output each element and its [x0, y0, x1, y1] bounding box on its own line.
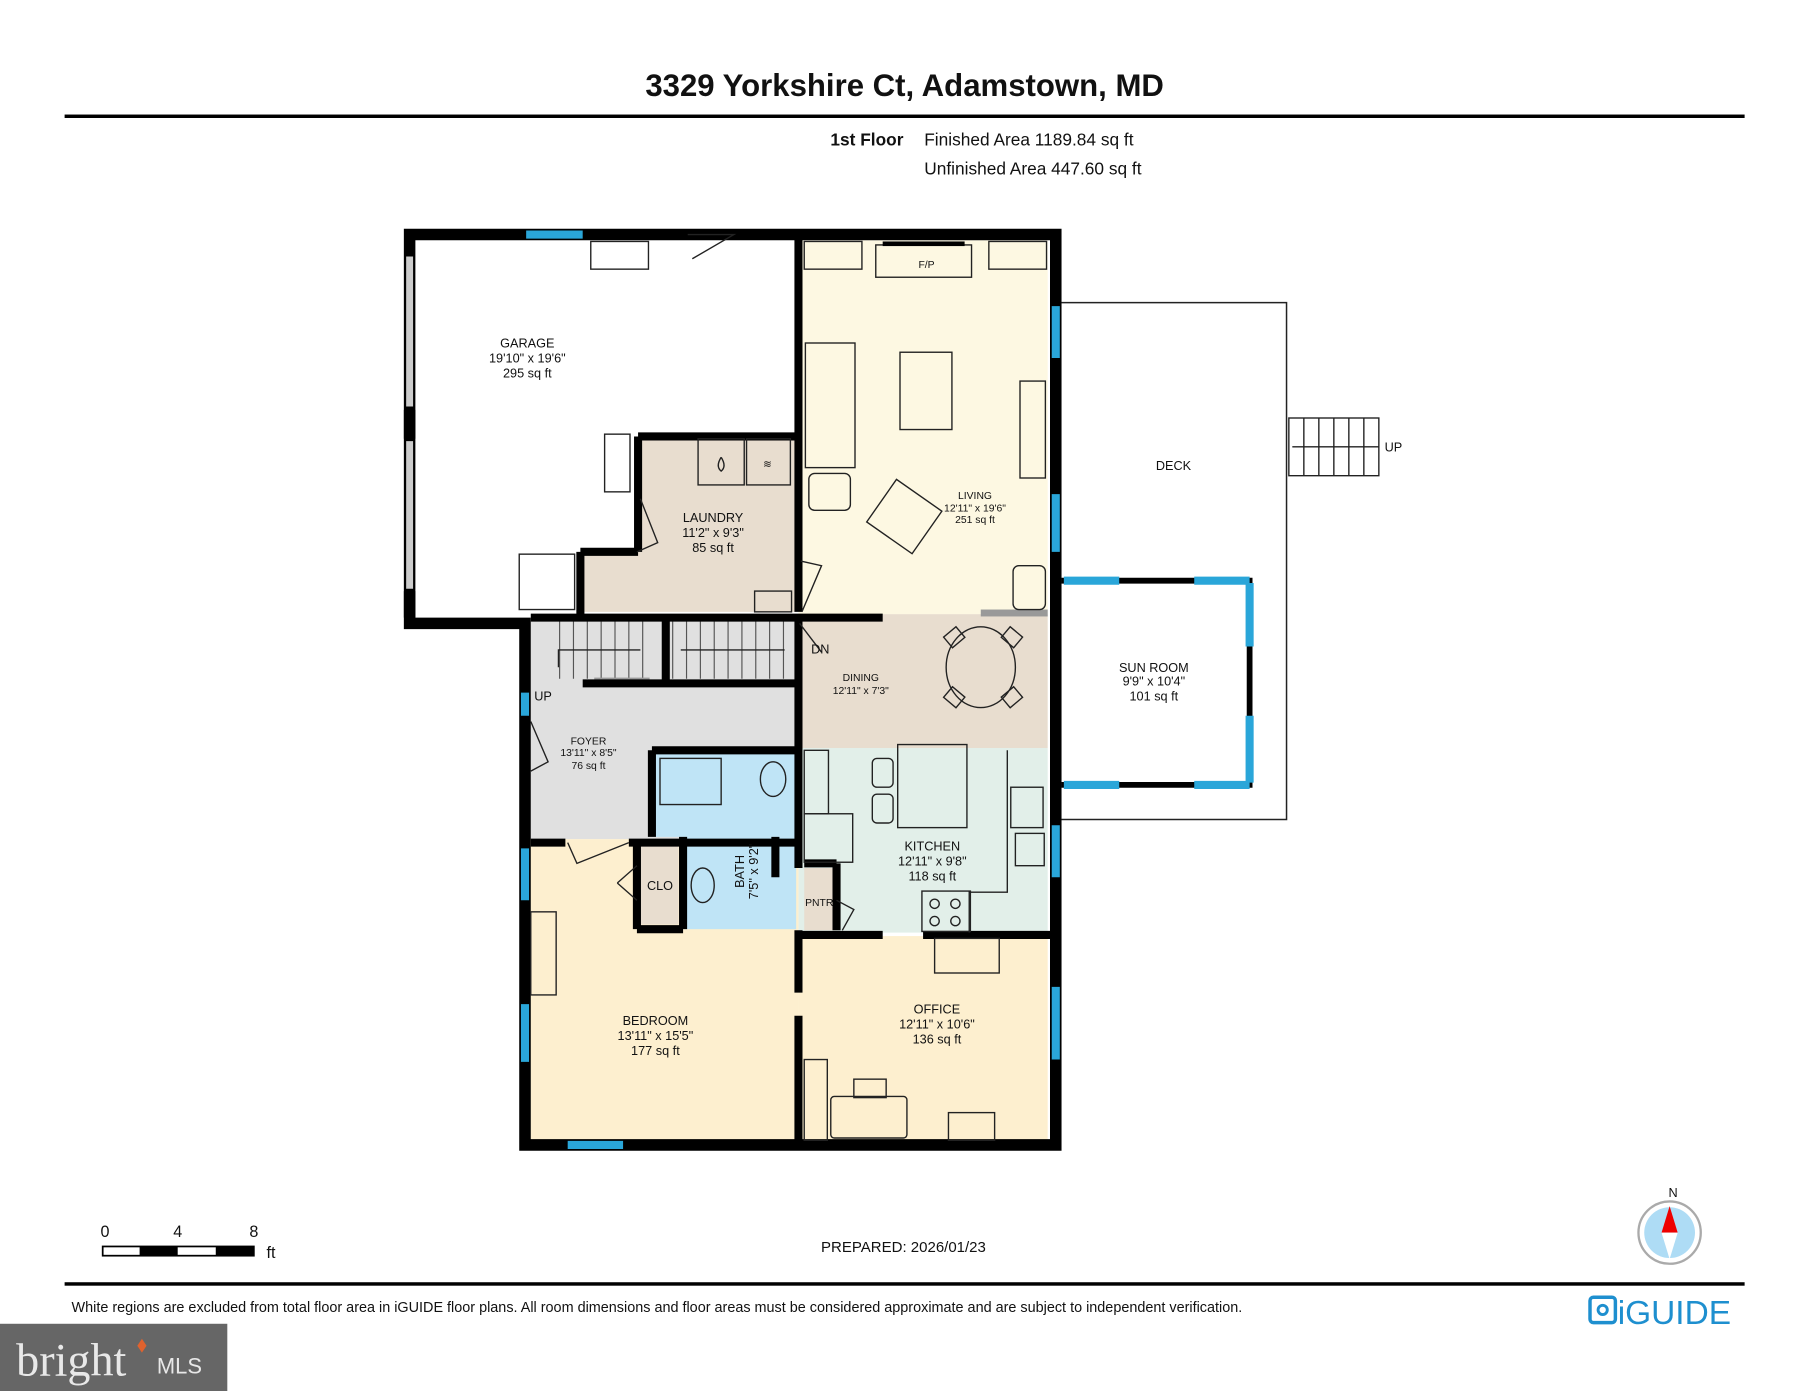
- svg-text:DINING: DINING: [843, 673, 879, 684]
- walls: [403, 228, 1062, 1151]
- svg-text:12'11" x 19'6": 12'11" x 19'6": [944, 503, 1006, 514]
- deck: DECK UP: [1061, 301, 1403, 821]
- header-rule: [64, 114, 1745, 118]
- room-label-bath: BATH 7'5" x 9'2": [733, 844, 761, 899]
- room-label-bedroom: BEDROOM 13'11" x 15'5" 177 sq ft: [618, 1014, 694, 1058]
- svg-text:12'11" x 10'6": 12'11" x 10'6": [899, 1017, 975, 1031]
- closet-area: [640, 846, 679, 925]
- svg-text:FOYER: FOYER: [571, 737, 607, 748]
- svg-text:BATH: BATH: [733, 855, 747, 888]
- room-label-closet: CLO: [647, 879, 673, 893]
- svg-text:136 sq ft: 136 sq ft: [913, 1032, 962, 1046]
- page-title: 3329 Yorkshire Ct, Adamstown, MD: [645, 68, 1164, 103]
- iguide-logo: iGUIDE: [1588, 1295, 1731, 1332]
- compass-icon: N: [1637, 1186, 1702, 1265]
- fireplace-label: F/P: [918, 260, 934, 271]
- floor-label: 1st Floor: [830, 130, 903, 150]
- svg-text:0: 0: [101, 1223, 110, 1241]
- doors: [530, 233, 855, 931]
- svg-text:4: 4: [173, 1223, 182, 1241]
- room-label-dining: DINING 12'11" x 7'3": [833, 673, 889, 697]
- room-label-pantry: PNTR: [805, 898, 834, 909]
- deck-label: DECK: [1156, 459, 1192, 473]
- svg-text:KITCHEN: KITCHEN: [904, 840, 960, 854]
- sunroom-area: 101 sq ft: [1130, 690, 1179, 704]
- unfinished-area: Unfinished Area 447.60 sq ft: [924, 159, 1142, 179]
- svg-text:MLS: MLS: [157, 1353, 202, 1378]
- sunroom-dims: 9'9" x 10'4": [1123, 675, 1186, 689]
- svg-text:ft: ft: [267, 1244, 276, 1262]
- svg-text:8: 8: [249, 1223, 258, 1241]
- windows: [406, 230, 1060, 1149]
- dining-area: [798, 614, 1048, 748]
- svg-text:LIVING: LIVING: [958, 491, 992, 502]
- svg-text:295 sq ft: 295 sq ft: [503, 367, 552, 381]
- furniture: ≋ F/P: [518, 240, 1048, 1141]
- stairs-up-label: UP: [534, 690, 552, 704]
- bath-area-upper: [651, 750, 797, 837]
- svg-text:12'11" x 9'8": 12'11" x 9'8": [898, 855, 967, 869]
- laundry-area: [580, 436, 797, 612]
- svg-text:251 sq ft: 251 sq ft: [955, 515, 995, 526]
- svg-text:LAUNDRY: LAUNDRY: [683, 511, 744, 525]
- svg-text:118 sq ft: 118 sq ft: [908, 870, 956, 884]
- room-label-living: LIVING 12'11" x 19'6" 251 sq ft: [944, 491, 1006, 526]
- prepared-date: PREPARED: 2026/01/23: [821, 1239, 986, 1256]
- pantry-area: [804, 868, 837, 931]
- svg-text:12'11" x 7'3": 12'11" x 7'3": [833, 686, 889, 697]
- svg-text:13'11" x 15'5": 13'11" x 15'5": [618, 1029, 694, 1043]
- room-label-foyer: FOYER 13'11" x 8'5" 76 sq ft: [560, 737, 616, 772]
- svg-text:76 sq ft: 76 sq ft: [571, 761, 605, 772]
- dryer-icon: ≋: [763, 460, 772, 471]
- living-area: [798, 240, 1048, 615]
- svg-text:7'5" x 9'2": 7'5" x 9'2": [747, 844, 761, 899]
- footer-rule: [64, 1282, 1745, 1286]
- disclaimer: White regions are excluded from total fl…: [72, 1300, 1243, 1316]
- svg-text:85 sq ft: 85 sq ft: [692, 541, 734, 555]
- room-label-garage: GARAGE 19'10" x 19'6" 295 sq ft: [489, 337, 566, 381]
- finished-area: Finished Area 1189.84 sq ft: [924, 130, 1133, 150]
- bright-mls-watermark: bright MLS: [0, 1323, 228, 1391]
- svg-text:11'2" x 9'3": 11'2" x 9'3": [682, 526, 744, 540]
- svg-text:BEDROOM: BEDROOM: [623, 1014, 689, 1028]
- compass-north-label: N: [1668, 1186, 1677, 1200]
- svg-text:OFFICE: OFFICE: [914, 1002, 961, 1016]
- svg-text:177 sq ft: 177 sq ft: [631, 1044, 680, 1058]
- stairs-down-label: DN: [811, 642, 829, 656]
- sunroom: SUN ROOM 9'9" x 10'4" 101 sq ft: [1061, 576, 1254, 789]
- room-label-kitchen: KITCHEN 12'11" x 9'8" 118 sq ft: [898, 840, 967, 884]
- svg-text:iGUIDE: iGUIDE: [1618, 1295, 1731, 1332]
- svg-text:13'11" x 8'5": 13'11" x 8'5": [560, 748, 616, 759]
- deck-stairs-up-label: UP: [1385, 440, 1403, 454]
- svg-text:bright: bright: [16, 1335, 126, 1386]
- svg-text:GARAGE: GARAGE: [500, 337, 554, 351]
- room-label-laundry: LAUNDRY 11'2" x 9'3" 85 sq ft: [682, 511, 744, 555]
- svg-text:19'10" x 19'6": 19'10" x 19'6": [489, 352, 566, 366]
- deck-stairs: UP: [1288, 417, 1403, 477]
- room-label-office: OFFICE 12'11" x 10'6" 136 sq ft: [899, 1002, 975, 1046]
- scale-bar: 0 4 8 ft: [101, 1223, 277, 1262]
- office-area: [798, 936, 1048, 1145]
- sunroom-name: SUN ROOM: [1119, 661, 1189, 675]
